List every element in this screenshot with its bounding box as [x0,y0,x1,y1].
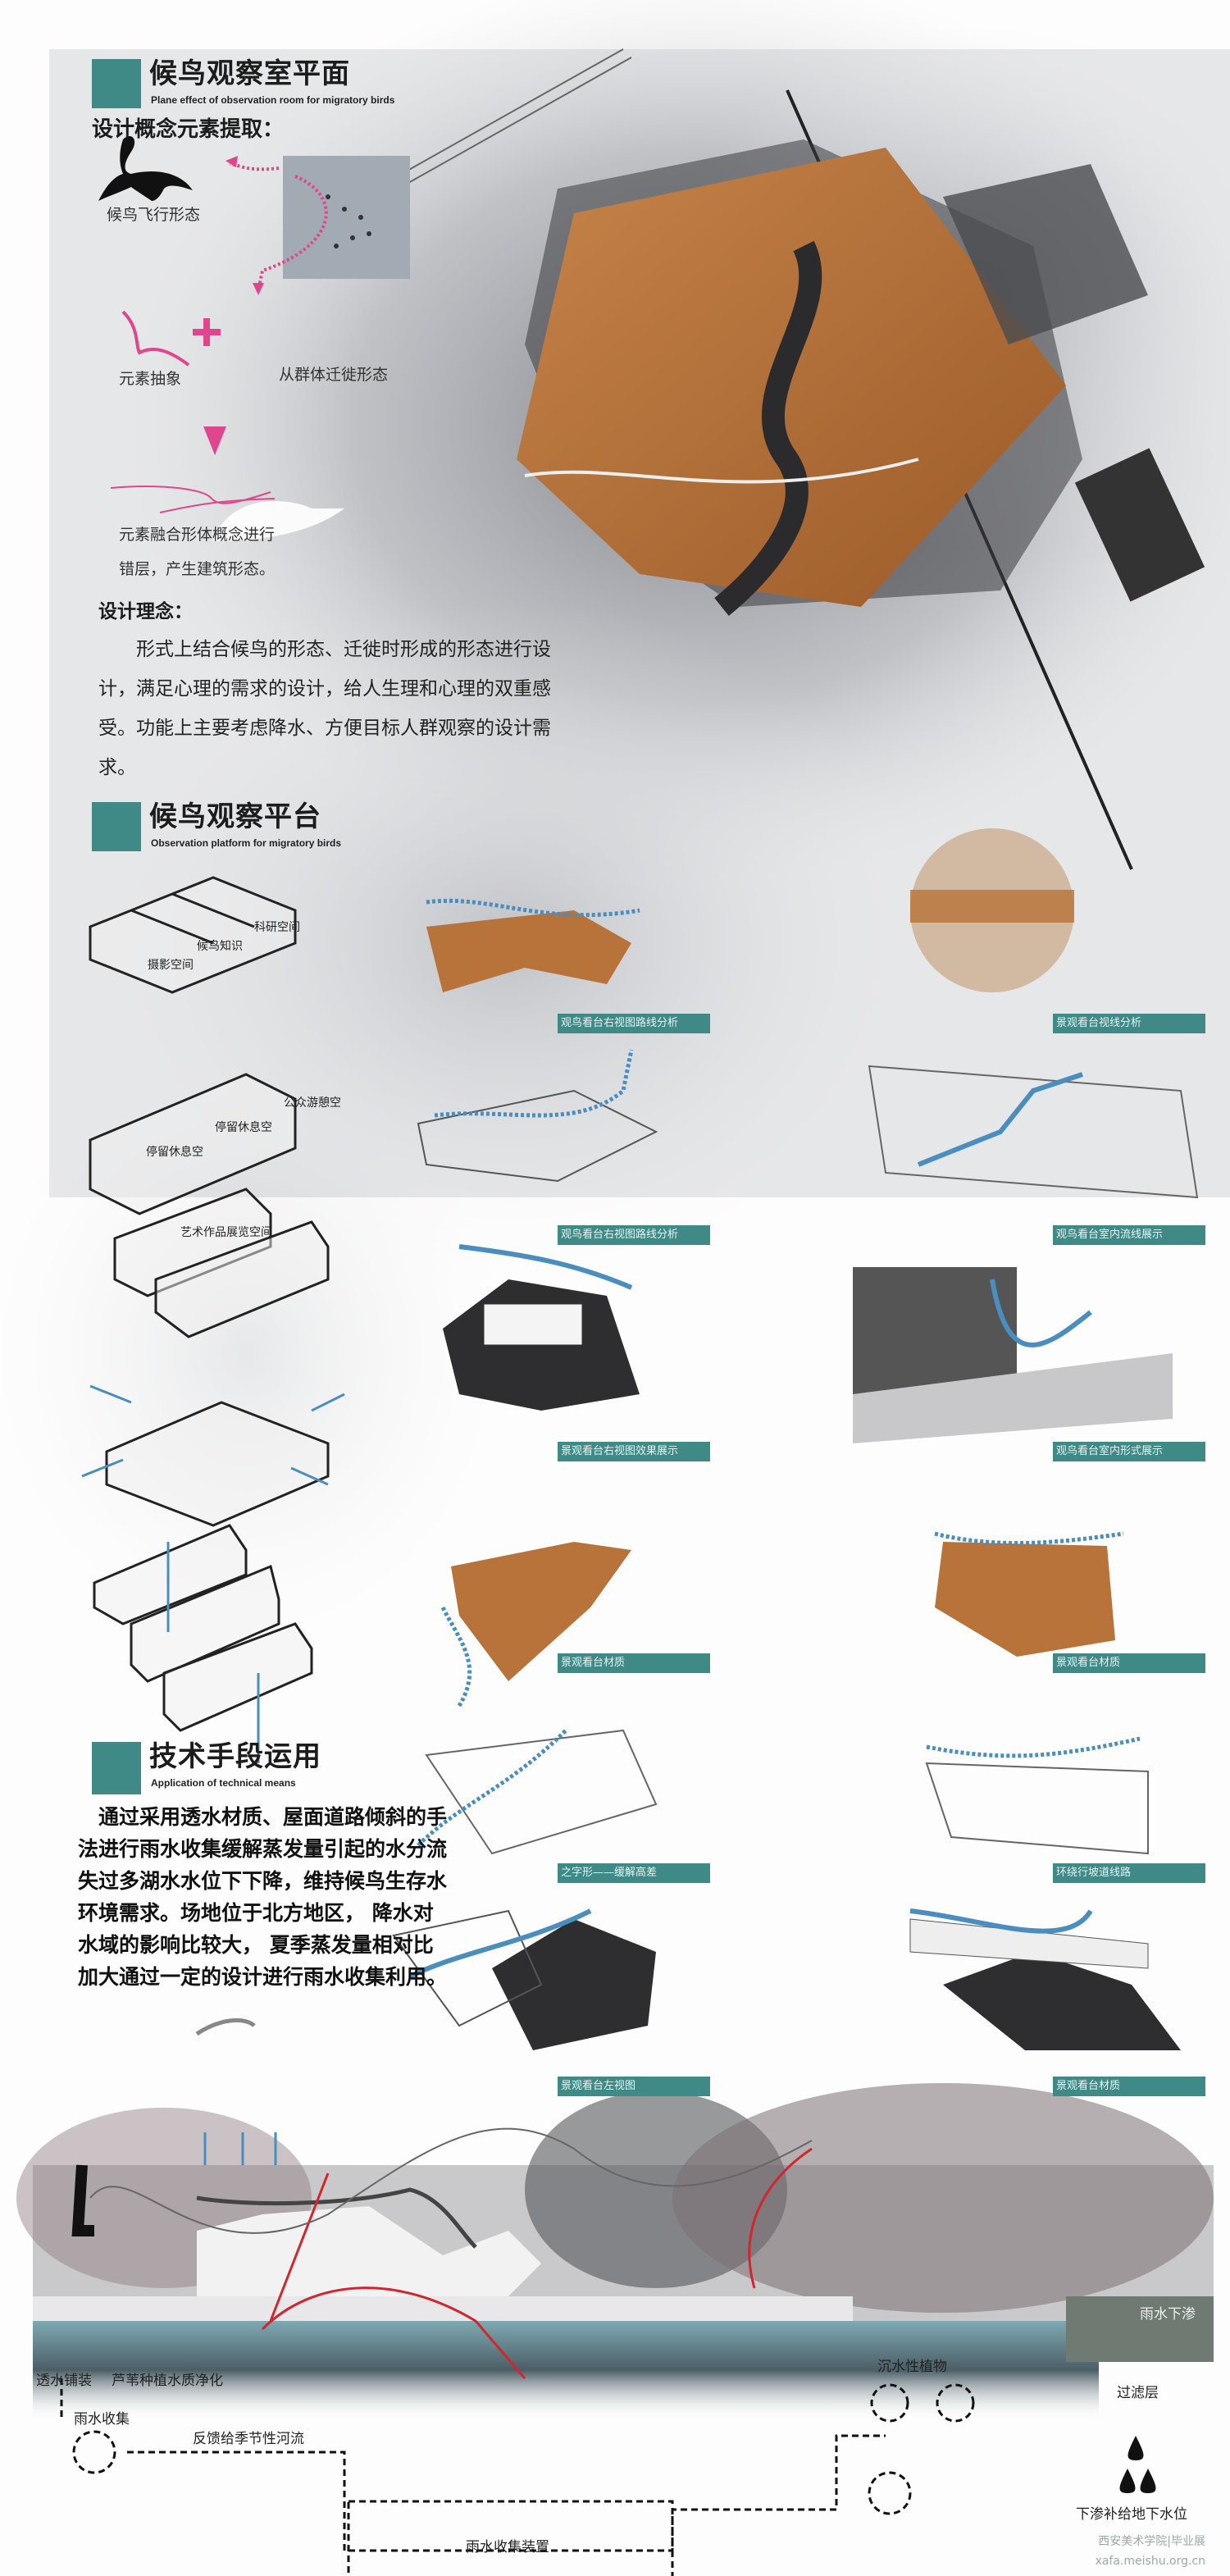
box-label: 停留休息空 [215,1121,272,1134]
panel-label: 景观看台材质 [1053,2077,1205,2096]
panel-label: 景观看台左视图 [558,2077,710,2096]
reed-purification-label: 芦苇种植水质净化 [112,2373,223,2389]
section-title-platform: 候鸟观察平台 [149,800,321,833]
idea-paragraph: 形式上结合候鸟的形态、迁徙时形成的形态进行设计，满足心理的需求的设计，给人生理和… [98,639,551,778]
section-title-technical: 技术手段运用 [149,1740,321,1773]
section-subtitle-technical: Application of technical means [151,1777,296,1789]
section-marker [92,59,141,108]
rain-infiltration-label: 雨水下渗 [1140,2306,1196,2323]
bird-flight-label: 候鸟飞行形态 [107,206,201,224]
panel-label: 观鸟看台右视图路线分析 [558,1225,710,1245]
permeable-paving-label: 透水铺装 [36,2373,92,2389]
abstraction-label: 元素抽象 [119,370,182,388]
watermark-line-2: xafa.meishu.org.cn [1095,2555,1205,2568]
box-label: 候鸟知识 [197,940,243,953]
box-label: 摄影空间 [148,959,194,972]
observation-room-plan [517,139,1205,616]
idea-heading: 设计理念： [98,601,193,622]
groundwater-recharge-label: 下渗补给地下水位 [1076,2506,1187,2523]
migration-label: 从群体迁徙形态 [279,366,389,384]
panel-label: 景观看台右视图效果展示 [558,1442,710,1461]
site-section [16,2083,1214,2576]
panel-label: 环绕行坡道线路 [1053,1863,1205,1883]
box-label: 艺术作品展览空间 [180,1226,272,1239]
collection-device-label: 雨水收集装置 [466,2539,549,2555]
panel-label: 之字形——缓解高差 [558,1863,710,1883]
watermark-line-1: 西安美术学院|毕业展 [1098,2535,1205,2548]
fusion-line-2: 错层，产生建筑形态。 [119,560,276,578]
seasonal-river-label: 反馈给季节性河流 [193,2431,304,2447]
section-marker [92,802,141,851]
box-label: 公众游憩空 [284,1097,341,1110]
section-title-plan: 候鸟观察室平面 [149,57,350,90]
panel-label: 观鸟看台室内流线展示 [1053,1225,1205,1245]
rain-collection-label: 雨水收集 [74,2411,130,2428]
panel-label: 景观看台材质 [1053,1653,1205,1673]
panel-label: 观鸟看台右视图路线分析 [558,1014,710,1033]
fusion-line-1: 元素融合形体概念进行 [119,526,276,544]
filter-layer-label: 过滤层 [1117,2385,1159,2401]
panel-label: 观鸟看台室内形式展示 [1053,1442,1205,1461]
box-label: 科研空间 [254,921,300,934]
submerged-plants-label: 沉水性植物 [877,2359,947,2375]
section-subtitle-platform: Observation platform for migratory birds [151,837,342,849]
concept-heading: 设计概念元素提取： [92,117,285,142]
platform-drawings [195,828,1199,2050]
box-label: 停留休息空 [146,1146,203,1159]
section-marker [92,1742,141,1794]
bird-silhouette [98,135,193,201]
technical-paragraph: 通过采用透水材质、屋面道路倾斜的手法进行雨水收集缓解蒸发量引起的水分流失过多湖水… [78,1805,448,1989]
panel-label: 景观看台视线分析 [1053,1014,1205,1033]
panel-label: 景观看台材质 [558,1653,710,1673]
section-subtitle-plan: Plane effect of observation room for mig… [151,94,395,106]
